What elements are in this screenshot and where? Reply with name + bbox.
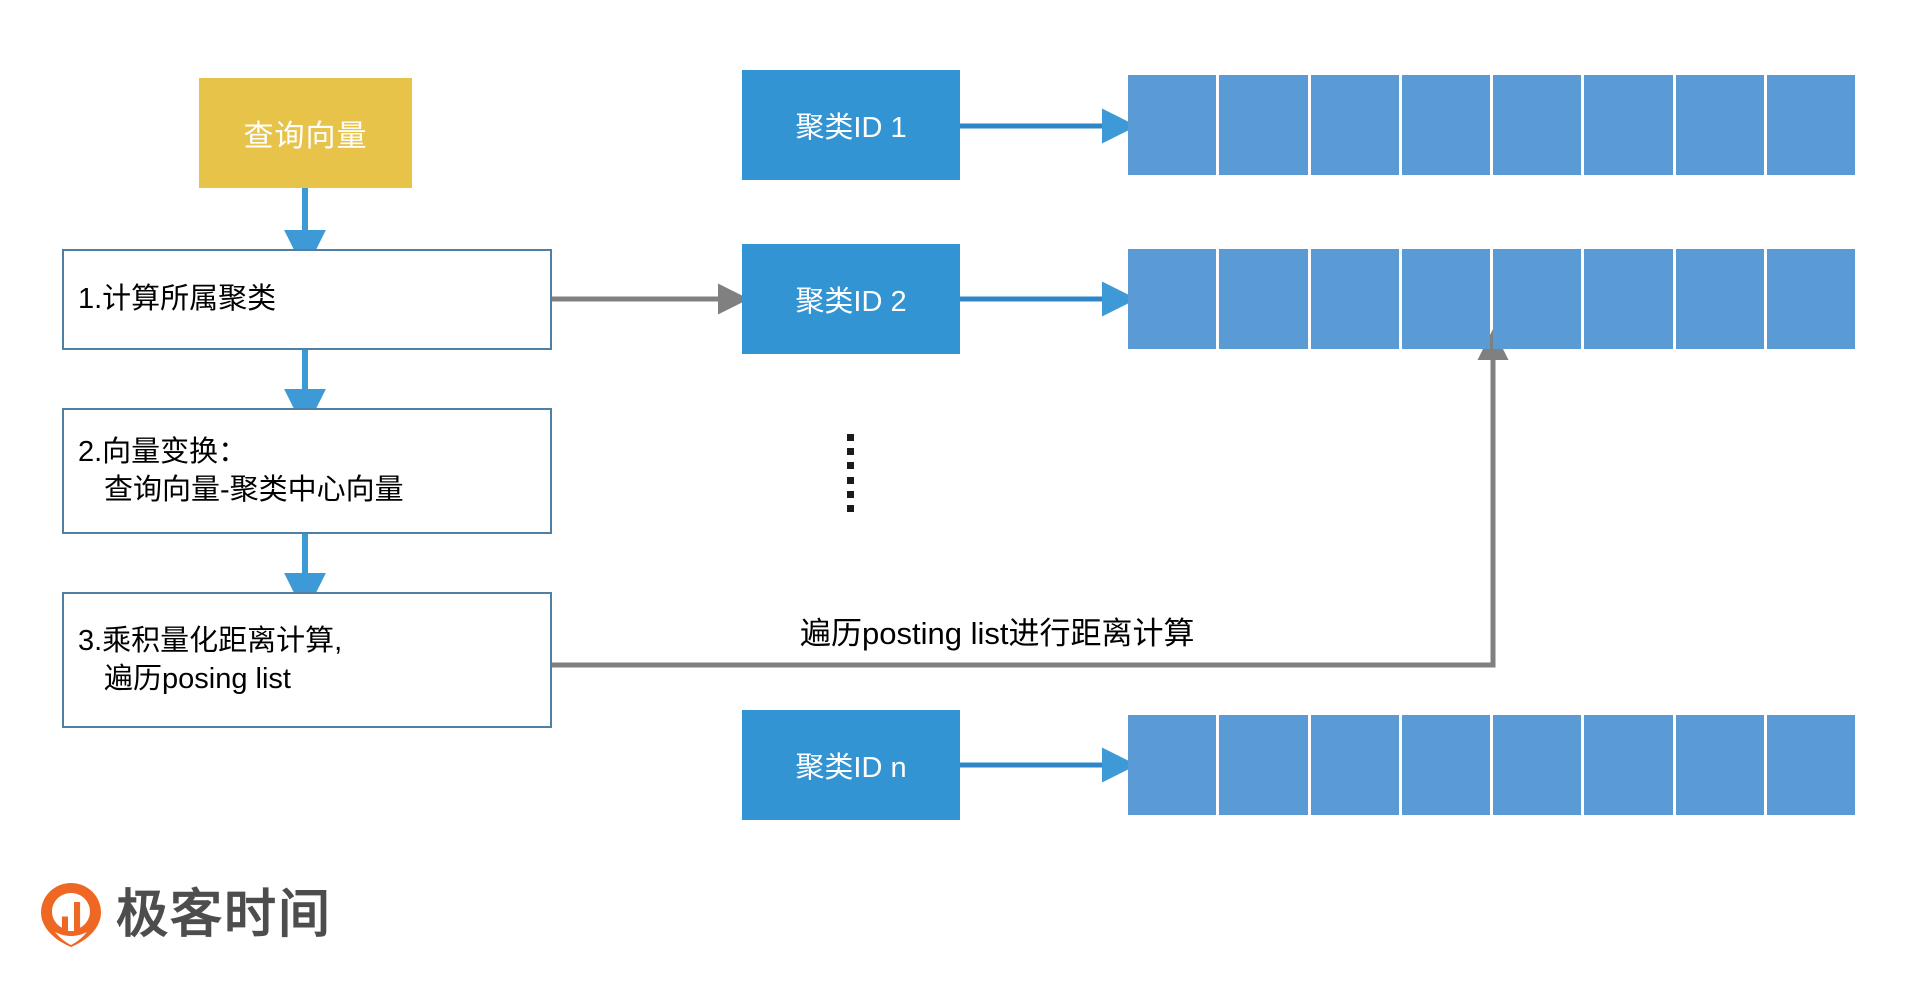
cluster-id-label-n: 聚类ID n (795, 752, 907, 784)
posting-list-cell[interactable] (1493, 75, 1582, 175)
geektime-pin-icon (40, 882, 102, 948)
cluster-id-label-1: 聚类ID 1 (795, 112, 907, 144)
query-vector-label: 查询向量 (243, 120, 368, 153)
posting-list-cell[interactable] (1219, 75, 1308, 175)
ellipsis-dot (846, 476, 854, 484)
geektime-logo-text: 极客时间 (116, 886, 333, 944)
posting-list-cell[interactable] (1310, 75, 1399, 175)
posting-list-cell[interactable] (1128, 715, 1217, 815)
posting-list-cell[interactable] (1310, 715, 1399, 815)
step-2-line-1: 2.向量变换： (78, 435, 248, 468)
cluster-id-box-2[interactable]: 聚类ID 2 (742, 244, 960, 354)
traverse-posting-list-caption: 遍历posting list进行距离计算 (800, 616, 1195, 651)
cluster-id-box-n[interactable]: 聚类ID n (742, 710, 960, 820)
step-1-line-1: 1.计算所属聚类 (78, 283, 277, 316)
posting-list-cell[interactable] (1675, 249, 1764, 349)
posting-list-cell[interactable] (1128, 249, 1217, 349)
posting-list-cell[interactable] (1310, 249, 1399, 349)
ellipsis-dot (846, 504, 854, 512)
step-3-line-2: 遍历posing list (104, 663, 291, 695)
posting-list-cell[interactable] (1493, 249, 1582, 349)
ellipsis-dot (846, 462, 854, 470)
vertical-ellipsis-icon (845, 434, 855, 512)
query-vector-box[interactable]: 查询向量 (199, 78, 412, 188)
step-box-2[interactable]: 2.向量变换： 查询向量-聚类中心向量 (62, 408, 552, 534)
step-2-line-2: 查询向量-聚类中心向量 (104, 474, 404, 506)
ellipsis-dot (846, 434, 854, 441)
posting-list-2[interactable] (1128, 249, 1855, 349)
geektime-logo: 极客时间 (40, 882, 332, 948)
posting-list-cell[interactable] (1766, 249, 1855, 349)
posting-list-cell[interactable] (1675, 75, 1764, 175)
posting-list-cell[interactable] (1584, 75, 1673, 175)
cluster-id-box-1[interactable]: 聚类ID 1 (742, 70, 960, 180)
posting-list-cell[interactable] (1401, 715, 1490, 815)
posting-list-1[interactable] (1128, 75, 1855, 175)
posting-list-cell[interactable] (1128, 75, 1217, 175)
step-box-3[interactable]: 3.乘积量化距离计算, 遍历posing list (62, 592, 552, 728)
ellipsis-dot (846, 490, 854, 498)
posting-list-cell[interactable] (1584, 249, 1673, 349)
step-box-1[interactable]: 1.计算所属聚类 (62, 249, 552, 350)
cluster-id-label-2: 聚类ID 2 (795, 286, 907, 318)
posting-list-cell[interactable] (1401, 75, 1490, 175)
posting-list-cell[interactable] (1766, 715, 1855, 815)
step-3-line-1: 3.乘积量化距离计算, (78, 624, 343, 657)
posting-list-n[interactable] (1128, 715, 1855, 815)
posting-list-cell[interactable] (1401, 249, 1490, 349)
ellipsis-dot (846, 448, 854, 456)
posting-list-cell[interactable] (1584, 715, 1673, 815)
posting-list-cell[interactable] (1219, 715, 1308, 815)
posting-list-cell[interactable] (1493, 715, 1582, 815)
posting-list-cell[interactable] (1766, 75, 1855, 175)
posting-list-cell[interactable] (1675, 715, 1764, 815)
posting-list-cell[interactable] (1219, 249, 1308, 349)
